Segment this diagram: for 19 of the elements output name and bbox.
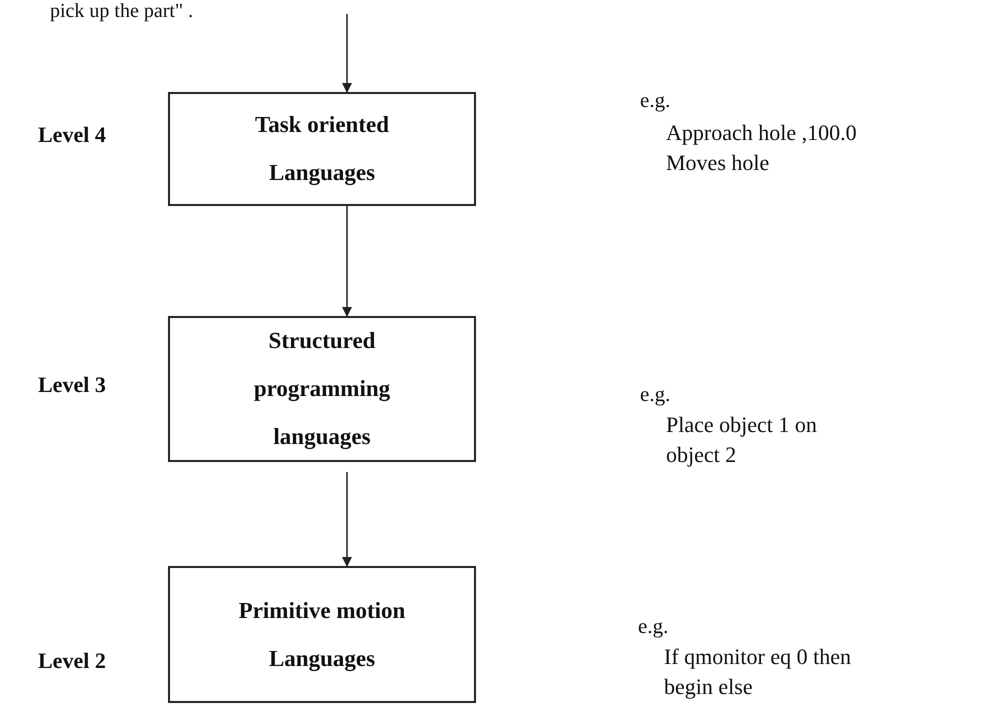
arrow [342,206,352,317]
level-label: Level 2 [38,648,106,674]
process-box [168,566,476,703]
box-label: Structured programming languages [252,327,392,452]
code-example: Approach hole ,100.0 Moves hole [666,119,858,177]
arrow [342,14,352,93]
process-box [168,92,476,206]
box-label: Primitive motion Languages [238,596,406,674]
box-label: Task oriented Languages [254,111,390,188]
example-prefix: e.g. [640,382,670,407]
example-prefix: e.g. [640,88,670,113]
level-label: Level 4 [38,122,106,148]
caption-text: pick up the part" . [50,0,194,23]
example-prefix: e.g. [638,614,668,639]
code-example: If qmonitor eq 0 then begin else [664,643,852,701]
level-label: Level 3 [38,372,106,398]
process-box [168,316,476,462]
arrow [342,472,352,567]
code-example: Place object 1 on object 2 [666,411,818,469]
